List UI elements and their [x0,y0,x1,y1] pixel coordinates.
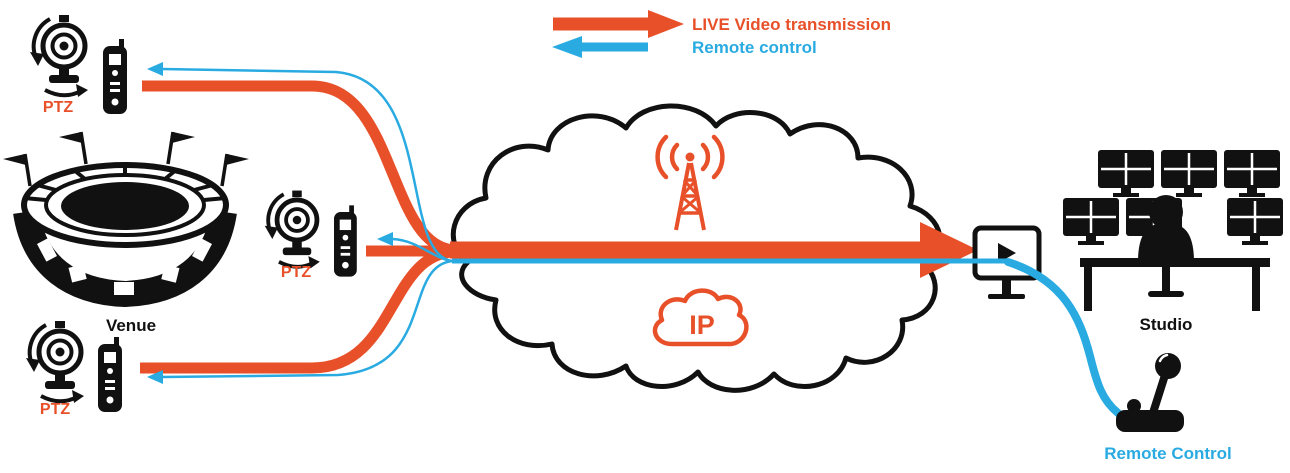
legend-live-arrowhead-icon [648,10,684,38]
studio-monitor-icon [1061,196,1121,247]
remote-control-cable [1004,258,1122,417]
operator-head [1149,195,1183,229]
legend-live-label: LIVE Video transmission [692,15,891,34]
remote-control-flow [147,62,1122,417]
studio-workstation-icon [1061,148,1285,311]
flag-icon [1,152,32,188]
studio-monitor-icon [1159,148,1219,199]
legend: LIVE Video transmission Remote control [552,10,891,58]
stadium-icon [1,130,251,308]
ip-cloud-icon: IP [652,288,749,347]
live-video-arrowhead-icon [920,222,978,278]
joystick-icon [1116,353,1184,432]
studio-monitor-icon [1222,148,1282,199]
remote-control-label: Remote Control [1104,444,1232,463]
operator-body [1138,223,1194,262]
ptz-label-top: PTZ [43,99,73,116]
ptz-label-bottom: PTZ [40,401,70,418]
stadium-field [61,182,189,230]
venue-label: Venue [106,316,156,335]
ptz-camera-middle-icon [265,191,320,269]
remote-arrowhead-icon [147,62,163,76]
flag-icon [220,152,251,188]
flag-icon [166,130,197,166]
ptz-camera-top-icon [30,15,88,97]
encoder-bottom-icon [98,337,122,412]
antenna-icon [655,134,725,231]
remote-control-line-middle [391,237,453,263]
remote-control-line-bottom [161,259,453,379]
encoder-middle-icon [334,205,357,277]
studio-monitor-icon [1096,148,1156,199]
encoder-top-icon [103,39,127,114]
live-video-arrow-bottom [140,246,455,374]
legend-remote-label: Remote control [692,38,817,57]
remote-control-line-top [161,67,453,263]
ptz-camera-bottom-icon [26,321,84,403]
flag-icon [57,130,88,166]
ptz-label-middle: PTZ [281,264,311,281]
play-icon [998,243,1016,263]
remote-arrowhead-icon [147,370,163,384]
remote-arrowhead-icon [377,232,393,246]
legend-remote-arrowhead-icon [552,36,582,58]
ip-label: IP [689,310,715,340]
studio-label: Studio [1140,315,1193,334]
studio-desk [1080,258,1270,267]
studio-monitor-icon [1225,196,1285,247]
